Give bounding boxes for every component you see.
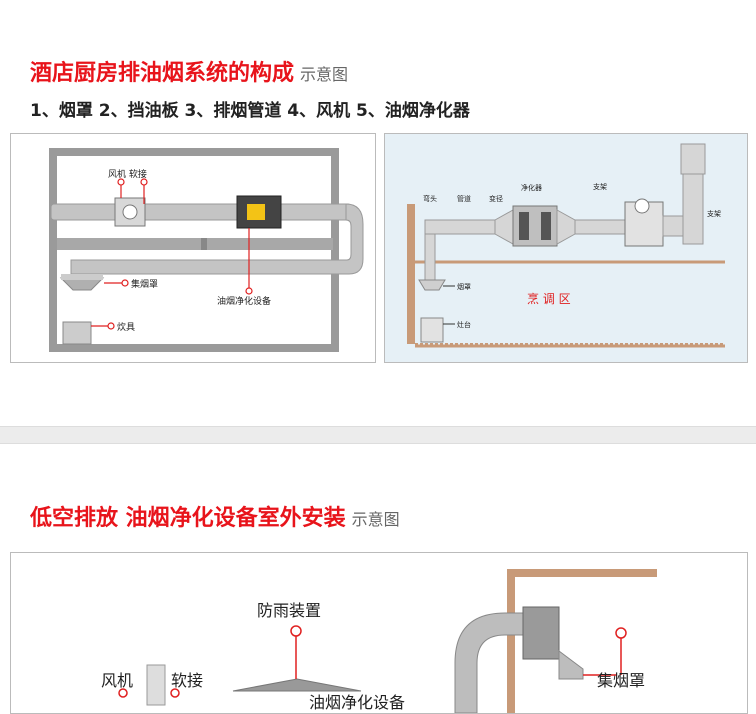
label-stove: 炊具 [117,323,136,333]
diagram-right-panel: 弯头 管道 变径 净化器 支架 支架 烟罩 烹 调 区 灶台 [384,133,748,363]
label-stove: 灶台 [457,321,471,329]
label-hood-bottom: 集烟罩 [597,671,646,690]
section-divider [0,426,756,444]
diagram-left-graphic [49,148,364,352]
label-fan-hose: 风机 软接 [108,170,147,180]
label-purifier: 油烟净化设备 [217,297,272,307]
section1-subtitle: 1、烟罩 2、挡油板 3、排烟管道 4、风机 5、油烟净化器 [30,101,470,121]
label-bracket-2: 支架 [707,210,721,218]
label-hood: 集烟罩 [131,280,159,290]
section1-title: 酒店厨房排油烟系统的构成示意图 [30,61,349,86]
label-purifier: 净化器 [521,184,542,192]
section2-title: 低空排放 油烟净化设备室外安装示意图 [30,506,400,531]
diagram-left-panel: 风机 软接 集烟罩 油烟净化设备 炊具 [10,133,376,363]
label-reducer: 变径 [489,195,503,203]
section1-title-note: 示意图 [300,65,349,84]
label-bracket-1: 支架 [593,183,607,191]
label-purifier-partial: 油烟净化设备 [309,693,406,712]
label-duct: 管道 [457,195,471,203]
diagram-bottom-panel: 防雨装置 风机 软接 油烟净化设备 集烟罩 [10,552,748,714]
label-rain-cover: 防雨装置 [257,601,322,620]
label-elbow: 弯头 [423,195,437,203]
label-fan: 风机 [101,671,134,690]
label-hose: 软接 [171,671,204,690]
section2-title-note: 示意图 [351,510,400,529]
diagram-bottom-graphic [118,569,657,713]
diagram-right-graphic [385,134,747,362]
label-hood: 烟罩 [457,283,471,291]
label-kitchen-area: 烹 调 区 [527,292,571,306]
